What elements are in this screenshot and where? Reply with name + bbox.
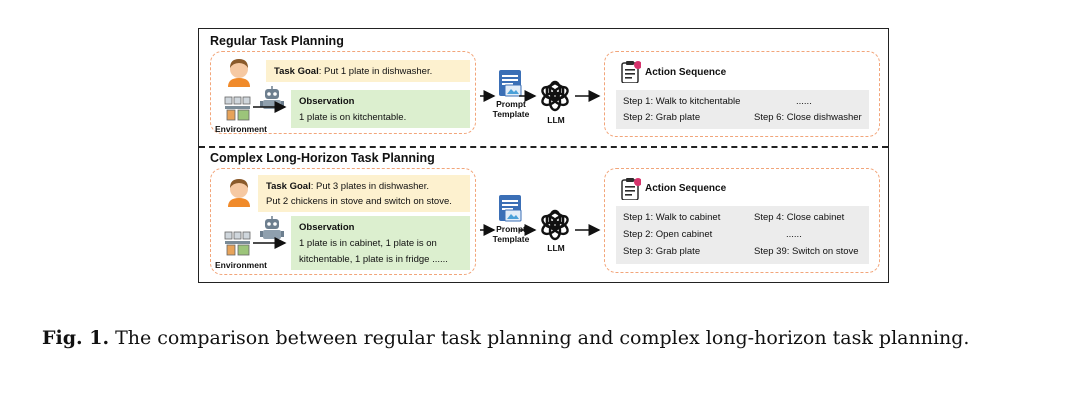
llm-logo-icon bbox=[537, 207, 573, 243]
task-goal-label: Task Goal bbox=[266, 181, 311, 192]
step-item: Step 2: Grab plate bbox=[623, 112, 700, 123]
section-title-complex: Complex Long-Horizon Task Planning bbox=[210, 151, 435, 165]
step-item: ...... bbox=[786, 229, 802, 240]
prompt-label-line2: Template bbox=[483, 234, 539, 244]
clipboard-icon bbox=[619, 176, 641, 200]
arrow-to-llm bbox=[519, 226, 539, 234]
task-goal-text: : Put 1 plate in dishwasher. bbox=[319, 66, 433, 77]
environment-label: Environment bbox=[213, 124, 269, 134]
section-divider bbox=[199, 146, 888, 148]
step-item: Step 2: Open cabinet bbox=[623, 229, 712, 240]
observation-label: Observation bbox=[299, 94, 462, 110]
step-item: Step 39: Switch on stove bbox=[754, 246, 859, 257]
llm-logo-icon bbox=[537, 78, 573, 114]
task-goal-label: Task Goal bbox=[274, 66, 319, 77]
arrow-to-actions bbox=[575, 226, 605, 234]
arrow-to-llm bbox=[519, 92, 539, 100]
environment-icon bbox=[224, 95, 252, 123]
step-item: Step 4: Close cabinet bbox=[754, 212, 844, 223]
prompt-label-line1: Prompt bbox=[483, 99, 539, 109]
figure-panel: Regular Task Planning Task Goal: Put 1 p… bbox=[198, 28, 889, 283]
observation-regular: Observation 1 plate is on kitchentable. bbox=[291, 90, 470, 128]
environment-arrow bbox=[251, 239, 291, 247]
person-icon bbox=[225, 177, 253, 207]
caption-label: Fig. 1. bbox=[42, 327, 109, 349]
action-sequence-title: Action Sequence bbox=[645, 183, 726, 194]
person-icon bbox=[225, 57, 253, 87]
figure-caption: Fig. 1. The comparison between regular t… bbox=[42, 326, 1052, 351]
step-item: Step 3: Grab plate bbox=[623, 246, 700, 257]
llm-label: LLM bbox=[541, 243, 571, 253]
llm-label: LLM bbox=[541, 115, 571, 125]
prompt-label-line2: Template bbox=[483, 109, 539, 119]
environment-icon bbox=[224, 230, 252, 258]
task-goal-text-line2: Put 2 chickens in stove and switch on st… bbox=[266, 194, 462, 209]
task-goal-regular: Task Goal: Put 1 plate in dishwasher. bbox=[266, 60, 470, 82]
step-item: Step 1: Walk to kitchentable bbox=[623, 96, 740, 107]
observation-complex: Observation 1 plate is in cabinet, 1 pla… bbox=[291, 216, 470, 270]
observation-line: kitchentable, 1 plate is in fridge .....… bbox=[299, 252, 462, 268]
task-goal-complex: Task Goal: Put 3 plates in dishwasher. P… bbox=[258, 175, 470, 212]
step-item: ...... bbox=[796, 96, 812, 107]
robot-icon bbox=[259, 215, 285, 241]
observation-line: 1 plate is on kitchentable. bbox=[299, 112, 406, 123]
observation-label: Observation bbox=[299, 220, 462, 236]
section-title-regular: Regular Task Planning bbox=[210, 34, 344, 48]
step-item: Step 6: Close dishwasher bbox=[754, 112, 862, 123]
prompt-template-label: Prompt Template bbox=[483, 99, 539, 119]
arrow-to-actions bbox=[575, 92, 605, 100]
clipboard-icon bbox=[619, 59, 641, 83]
observation-line: 1 plate is in cabinet, 1 plate is on bbox=[299, 236, 462, 252]
environment-label: Environment bbox=[213, 260, 269, 270]
task-goal-text: : Put 3 plates in dishwasher. bbox=[311, 181, 429, 192]
action-sequence-complex: Step 1: Walk to cabinet Step 2: Open cab… bbox=[616, 206, 869, 264]
action-sequence-title: Action Sequence bbox=[645, 67, 726, 78]
step-item: Step 1: Walk to cabinet bbox=[623, 212, 720, 223]
environment-arrow bbox=[251, 103, 291, 111]
prompt-template-icon bbox=[497, 193, 523, 223]
caption-text: The comparison between regular task plan… bbox=[109, 327, 969, 349]
action-sequence-regular: Step 1: Walk to kitchentable Step 2: Gra… bbox=[616, 90, 869, 129]
